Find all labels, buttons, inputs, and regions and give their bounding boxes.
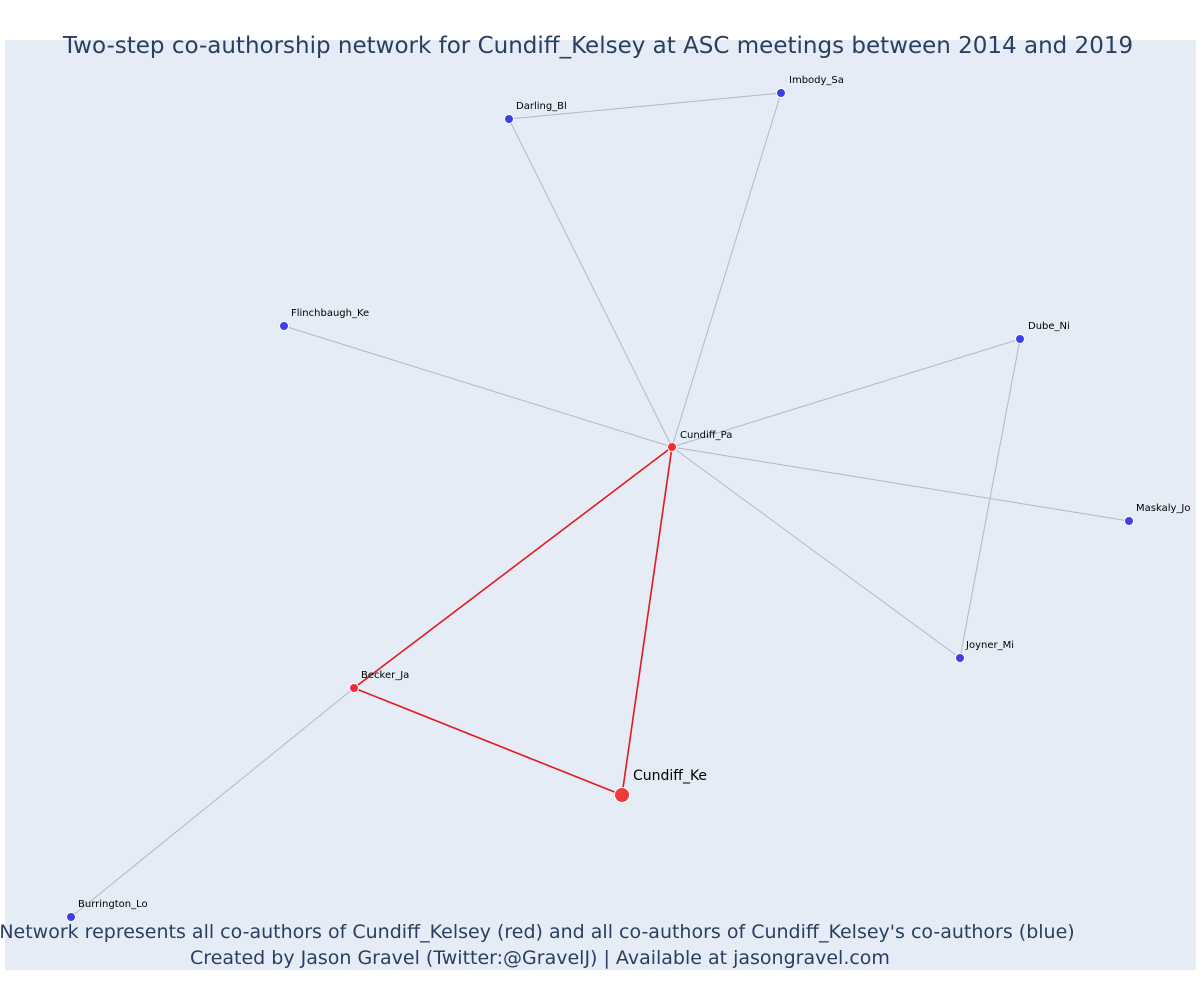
- caption-line-1: Network represents all co-authors of Cun…: [0, 921, 1075, 943]
- edge-cundiff_pa-cundiff_ke: [621, 446, 673, 796]
- edge-burrington_lo-becker_ja: [70, 687, 355, 918]
- plot-background: [5, 40, 1196, 970]
- edge-darling_bl-imbody_sa: [508, 92, 782, 120]
- node-label-imbody-sa: Imbody_Sa: [789, 75, 844, 86]
- edge-dube_ni-joyner_mi: [959, 338, 1021, 659]
- node-label-burrington-lo: Burrington_Lo: [78, 899, 148, 910]
- caption-line-2: Created by Jason Gravel (Twitter:@Gravel…: [190, 947, 890, 969]
- edge-darling_bl-cundiff_pa: [508, 118, 673, 448]
- edge-maskaly_jo-cundiff_pa: [671, 446, 1130, 522]
- node-label-cundiff-ke: Cundiff_Ke: [633, 768, 707, 784]
- node-joyner-mi[interactable]: [955, 653, 965, 663]
- edge-becker_ja-cundiff_pa: [353, 446, 673, 689]
- edge-dube_ni-cundiff_pa: [671, 338, 1021, 448]
- node-label-maskaly-jo: Maskaly_Jo: [1136, 503, 1190, 514]
- nodes-layer: [66, 88, 1134, 922]
- node-darling-bl[interactable]: [504, 114, 514, 124]
- node-label-darling-bl: Darling_Bl: [516, 101, 567, 112]
- node-label-joyner-mi: Joyner_Mi: [965, 640, 1014, 651]
- node-flinchbaugh-ke[interactable]: [279, 321, 289, 331]
- node-imbody-sa[interactable]: [776, 88, 786, 98]
- edge-joyner_mi-cundiff_pa: [671, 446, 961, 659]
- node-label-cundiff-pa: Cundiff_Pa: [680, 430, 732, 441]
- edge-becker_ja-cundiff_ke: [353, 687, 623, 796]
- node-cundiff-ke[interactable]: [614, 787, 630, 803]
- edge-flinchbaugh_ke-cundiff_pa: [283, 325, 673, 448]
- node-becker-ja[interactable]: [349, 683, 359, 693]
- chart-title: Two-step co-authorship network for Cundi…: [62, 33, 1133, 59]
- node-label-becker-ja: Becker_Ja: [361, 670, 409, 681]
- node-cundiff-pa[interactable]: [667, 442, 677, 452]
- edges-layer: [70, 92, 1130, 918]
- edge-imbody_sa-cundiff_pa: [671, 92, 782, 448]
- node-label-dube-ni: Dube_Ni: [1028, 321, 1070, 332]
- node-burrington-lo[interactable]: [66, 912, 76, 922]
- node-label-flinchbaugh-ke: Flinchbaugh_Ke: [291, 308, 369, 319]
- node-maskaly-jo[interactable]: [1124, 516, 1134, 526]
- node-dube-ni[interactable]: [1015, 334, 1025, 344]
